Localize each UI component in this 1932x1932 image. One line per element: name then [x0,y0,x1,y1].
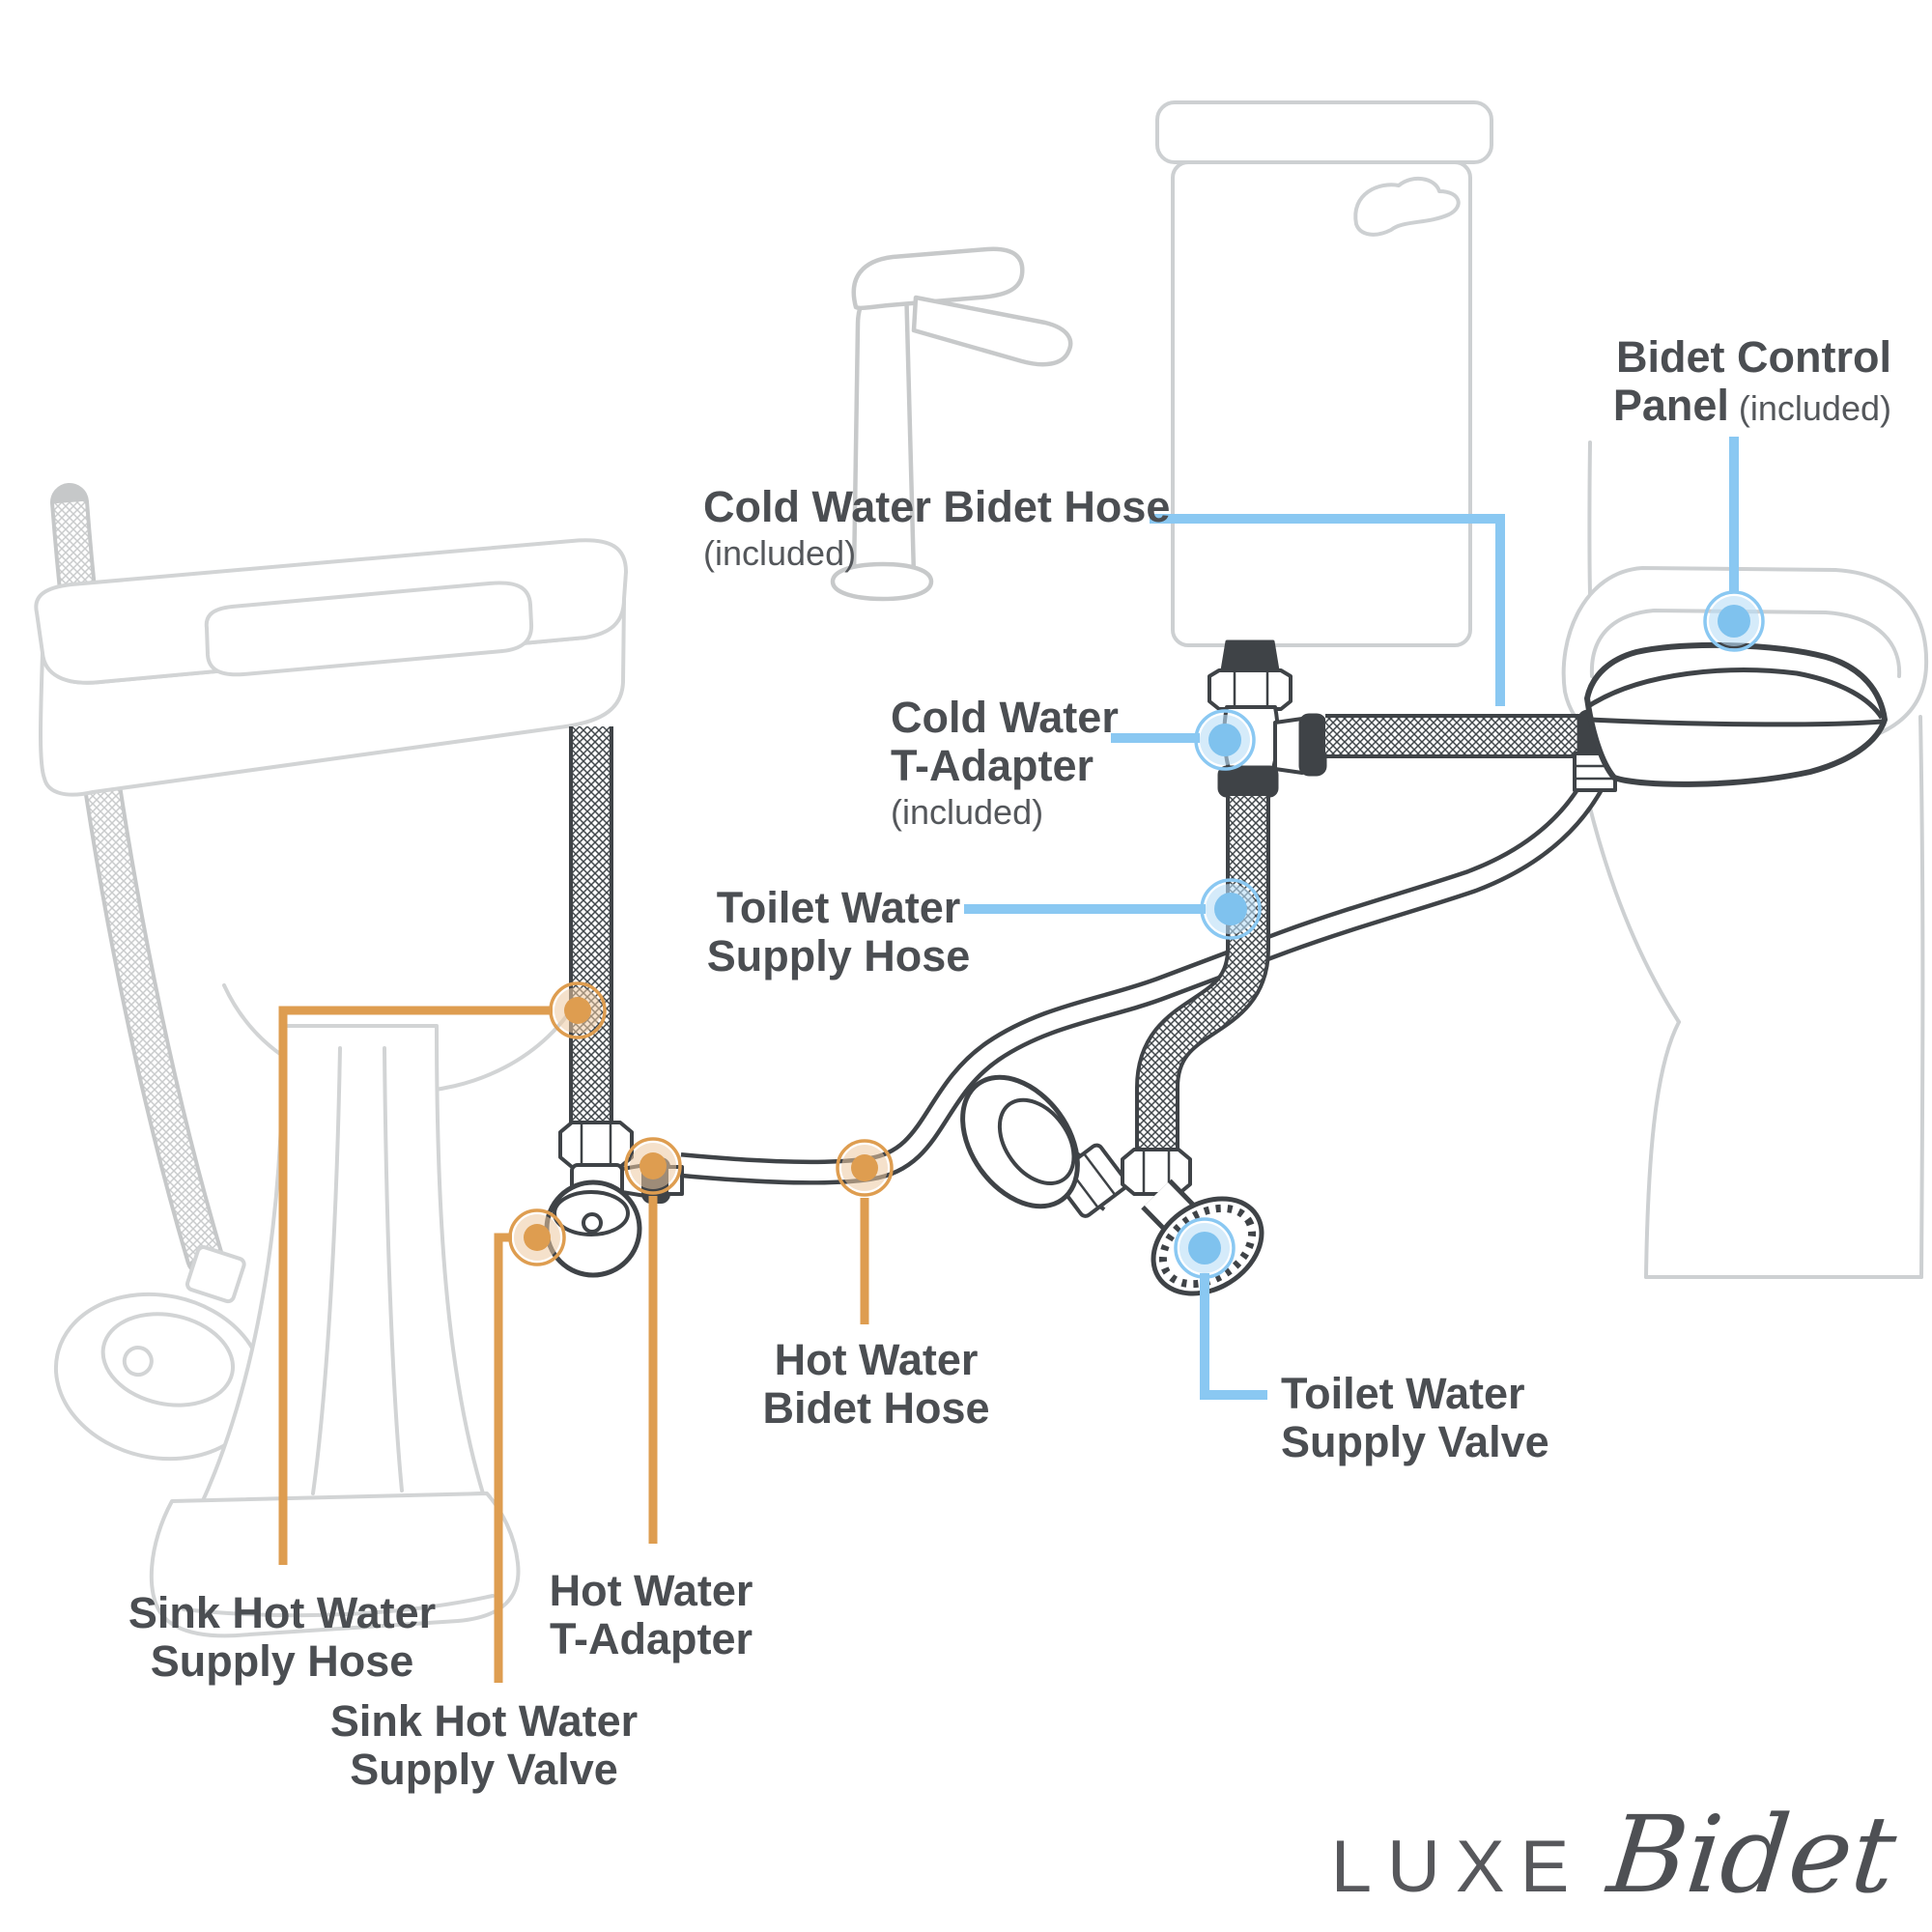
plumbing-dark [544,639,1888,1296]
logo-product-text: Bidet [1603,1793,1902,1917]
label-sink-hot-water-supply-valve: Sink Hot Water Supply Valve [330,1697,638,1794]
marker-hot-water-t-adapter [624,1137,682,1195]
label-note: (included) [891,792,1044,832]
label-text: Toilet Water [716,883,961,932]
cold-t-adapter-illustration [1208,639,1327,798]
label-text: Hot Water [774,1335,979,1384]
label-text: Sink Hot Water [128,1588,437,1637]
label-hot-water-bidet-hose: Hot Water Bidet Hose [762,1336,989,1433]
luxe-bidet-logo: LUXE Bidet [1330,1793,1902,1917]
label-text: Bidet Control [1616,332,1891,382]
label-text: T-Adapter [549,1614,753,1663]
sink-cold-valve-illustration [53,1292,266,1462]
label-text: Cold Water Bidet Hose [703,482,1171,531]
hot-markers [508,981,894,1266]
marker-toilet-water-supply-valve [1174,1217,1236,1279]
label-text: Supply Hose [150,1636,414,1686]
label-sink-hot-water-supply-hose: Sink Hot Water Supply Hose [128,1589,436,1686]
marker-cold-water-t-adapter [1194,709,1256,771]
label-toilet-water-supply-hose: Toilet Water Supply Hose [707,884,971,980]
label-text: Bidet Hose [762,1383,990,1433]
label-text: Cold Water [891,693,1119,742]
label-text: Panel [1612,381,1729,430]
cold-markers [1174,590,1765,1279]
leader-sink-hot-water-supply-hose [278,1006,553,1565]
label-cold-water-bidet-hose: Cold Water Bidet Hose (included) [703,483,1170,576]
label-text: T-Adapter [891,741,1094,790]
toilet-supply-valve-illustration [960,1074,1264,1296]
marker-hot-water-bidet-hose [836,1139,894,1197]
faucet-illustration [830,246,1073,602]
label-text: Supply Valve [1281,1417,1549,1466]
label-note: (included) [1738,388,1891,428]
leader-cold-water-bidet-hose [1150,514,1505,706]
sink-illustration [34,538,628,1638]
label-text: Toilet Water [1281,1369,1525,1418]
label-note: (included) [703,533,857,573]
label-text: Hot Water [549,1566,753,1615]
leader-sink-hot-water-supply-valve [494,1233,512,1683]
logo-brand-text: LUXE [1330,1826,1585,1908]
marker-toilet-water-supply-hose [1200,878,1262,940]
label-toilet-water-supply-valve: Toilet Water Supply Valve [1281,1370,1549,1466]
label-hot-water-t-adapter: Hot Water T-Adapter [550,1567,753,1663]
marker-sink-hot-water-supply-hose [549,981,607,1039]
marker-sink-hot-water-supply-valve [508,1208,566,1266]
label-bidet-control-panel: Bidet Control Panel(included) [1613,333,1891,433]
sink-hot-valve-illustration [544,1179,642,1278]
bidet-control-panel-illustration [1573,641,1888,792]
leader-toilet-water-supply-valve [1200,1273,1267,1400]
label-cold-water-t-adapter: Cold Water T-Adapter (included) [891,694,1119,835]
label-text: Supply Hose [706,931,971,980]
label-text: Sink Hot Water [329,1696,639,1746]
label-text: Supply Valve [350,1745,618,1794]
marker-bidet-control-panel [1703,590,1765,652]
